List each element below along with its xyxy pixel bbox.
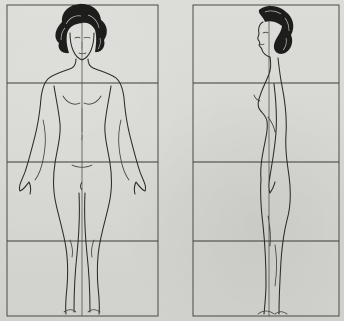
side-arm	[269, 84, 277, 193]
side-torso	[258, 57, 289, 179]
front-shoulders	[41, 59, 124, 98]
side-legs	[261, 176, 291, 314]
side-hair	[259, 6, 293, 54]
front-view-panel	[7, 4, 158, 316]
side-face-profile	[258, 22, 270, 57]
front-face-features	[75, 37, 90, 54]
front-grid-frame	[7, 5, 158, 316]
front-arms	[19, 98, 145, 194]
side-face-features	[260, 32, 268, 45]
side-chest-detail	[254, 95, 275, 132]
side-view-panel	[193, 5, 339, 316]
front-torso	[54, 86, 112, 248]
side-leg-details	[258, 216, 287, 314]
front-hair	[55, 4, 106, 53]
front-legs	[66, 193, 100, 314]
